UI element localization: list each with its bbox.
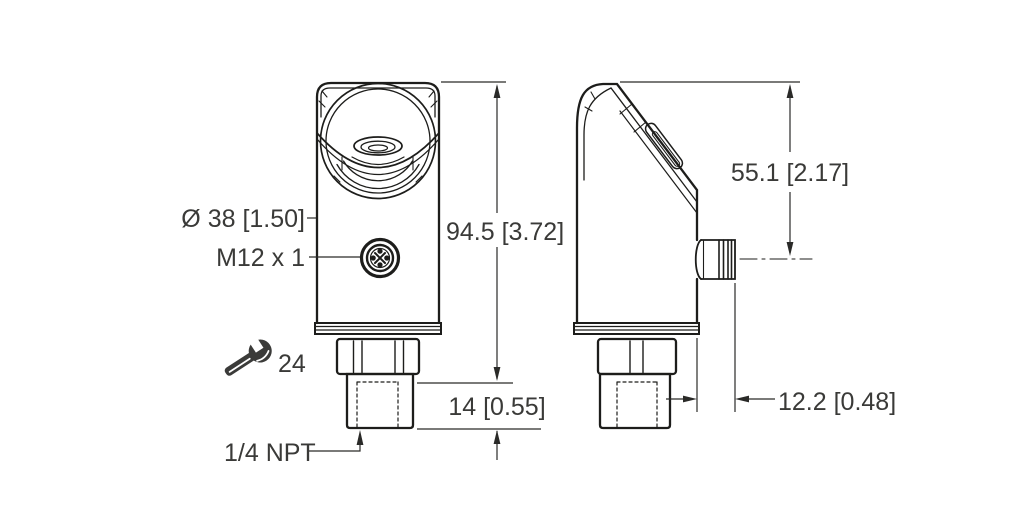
side-cap-seam: [583, 87, 698, 203]
front-port-thread-dashed: [356, 381, 399, 428]
front-lens-inner: [367, 144, 389, 152]
leader-process-connection: [309, 430, 364, 452]
dimension-lines: [307, 81, 800, 460]
front-housing-outline: [315, 81, 441, 325]
label-body-diameter: Ø 38 [1.50]: [181, 205, 305, 233]
side-flange: [573, 322, 700, 335]
front-wave-arc-2: [316, 138, 440, 175]
label-thread-length: 14 [0.55]: [448, 393, 545, 421]
label-wrench-size: 24: [278, 350, 306, 378]
front-view: [314, 81, 442, 430]
label-connector-protrusion: 12.2 [0.48]: [778, 388, 896, 416]
front-lens-outer: [353, 136, 403, 156]
label-overall-height: 94.5 [3.72]: [446, 218, 564, 246]
front-bezel-inner-circle: [325, 88, 431, 194]
side-detail-ticks: [584, 91, 647, 133]
label-connector-height: 55.1 [2.17]: [731, 159, 849, 187]
front-detail-ticks: [318, 90, 438, 183]
side-display-slot: [644, 122, 684, 170]
dimension-connector-protrusion: [666, 283, 775, 412]
front-bezel-arc-4: [342, 160, 414, 182]
dimension-overall-height: [441, 81, 506, 381]
front-cap-seam: [320, 87, 436, 118]
m12-connector-face: [359, 237, 401, 279]
front-flange: [314, 322, 442, 335]
label-process-connection: 1/4 NPT: [224, 439, 316, 467]
label-connector-thread: M12 x 1: [216, 244, 305, 272]
front-lens-middle: [360, 140, 396, 154]
labels: Ø 38 [1.50] M12 x 1 94.5 [3.72] 14 [0.55…: [181, 159, 896, 467]
dimension-connector-height: [620, 81, 800, 256]
side-m12-connector: [694, 239, 736, 280]
front-lens-cup: [351, 156, 405, 166]
side-view: [573, 82, 813, 430]
wrench-icon: [224, 334, 272, 376]
front-bezel-arc-3: [336, 163, 420, 190]
dimension-thread-length: [417, 382, 541, 460]
side-port-thread-dashed: [616, 381, 658, 428]
side-port: [598, 372, 672, 430]
side-hex-nut: [596, 337, 678, 376]
side-bezel-line: [619, 110, 698, 214]
front-hex-nut: [335, 337, 421, 376]
front-bezel-outer-circle: [319, 82, 437, 200]
front-wave-arc-1: [316, 132, 440, 169]
side-housing-outline: [575, 82, 699, 325]
front-port: [345, 372, 415, 430]
